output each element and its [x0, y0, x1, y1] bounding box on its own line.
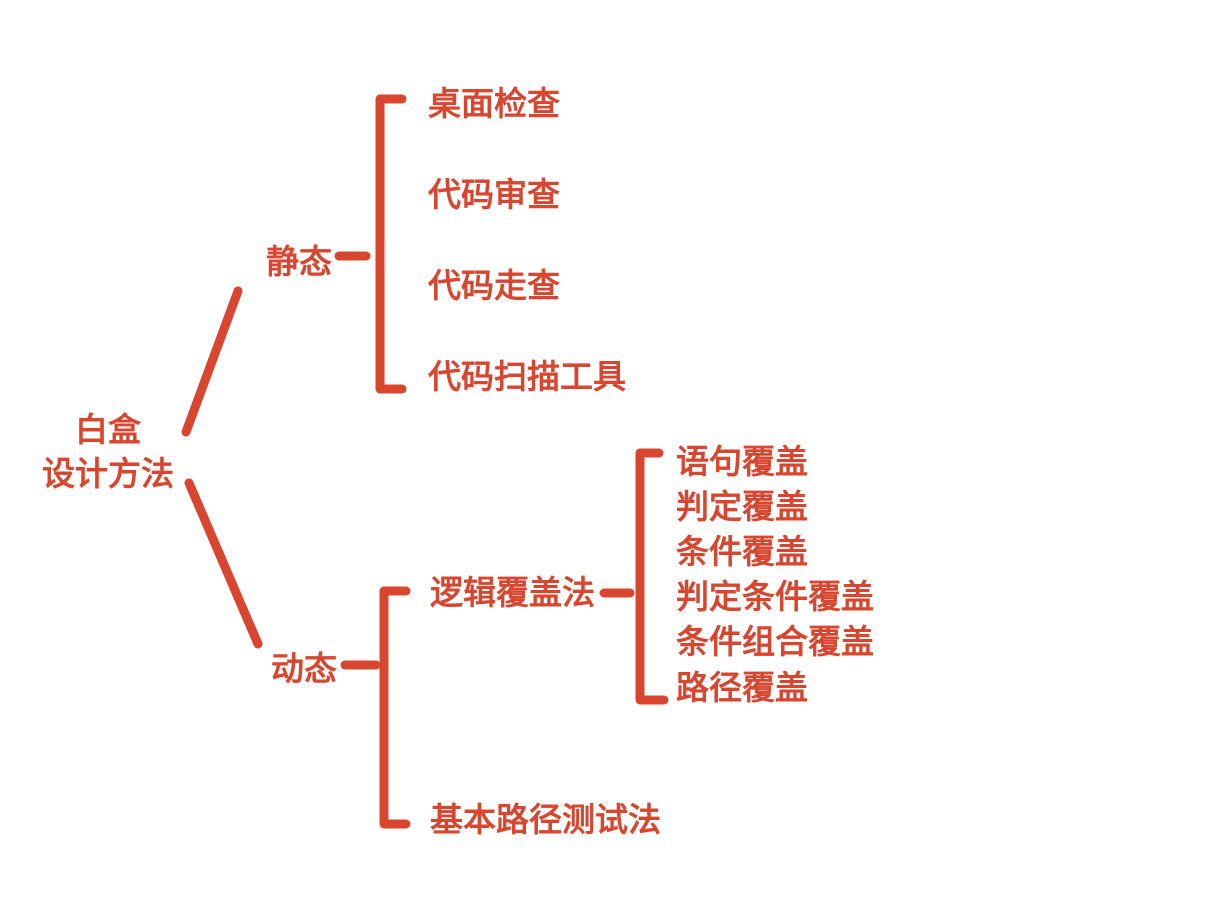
static-item-code-review: 代码审查	[428, 175, 560, 214]
coverage-item-multiple-condition: 条件组合覆盖	[676, 622, 874, 661]
static-item-code-walkthrough: 代码走查	[428, 266, 560, 305]
static-item-desk-check: 桌面检查	[428, 84, 560, 123]
coverage-item-decision-condition: 判定条件覆盖	[676, 577, 874, 616]
coverage-item-path: 路径覆盖	[676, 668, 808, 707]
root-to-dynamic-line	[184, 478, 263, 649]
static-bracket	[375, 94, 407, 394]
basic-path-node: 基本路径测试法	[430, 800, 661, 839]
root-node: 白盒 设计方法	[33, 408, 183, 496]
dynamic-bracket	[379, 586, 411, 829]
logic-coverage-node: 逻辑覆盖法	[430, 573, 595, 612]
logic-coverage-bracket	[635, 448, 669, 705]
coverage-item-condition: 条件覆盖	[676, 532, 808, 571]
root-to-static-line	[181, 286, 243, 437]
root-label-line2: 设计方法	[42, 454, 174, 493]
dynamic-node: 动态	[271, 649, 337, 688]
root-label-line1: 白盒	[75, 410, 141, 449]
coverage-item-statement: 语句覆盖	[676, 442, 808, 481]
static-node: 静态	[266, 242, 332, 281]
coverage-item-decision: 判定覆盖	[676, 487, 808, 526]
static-item-code-scan-tool: 代码扫描工具	[428, 357, 626, 396]
